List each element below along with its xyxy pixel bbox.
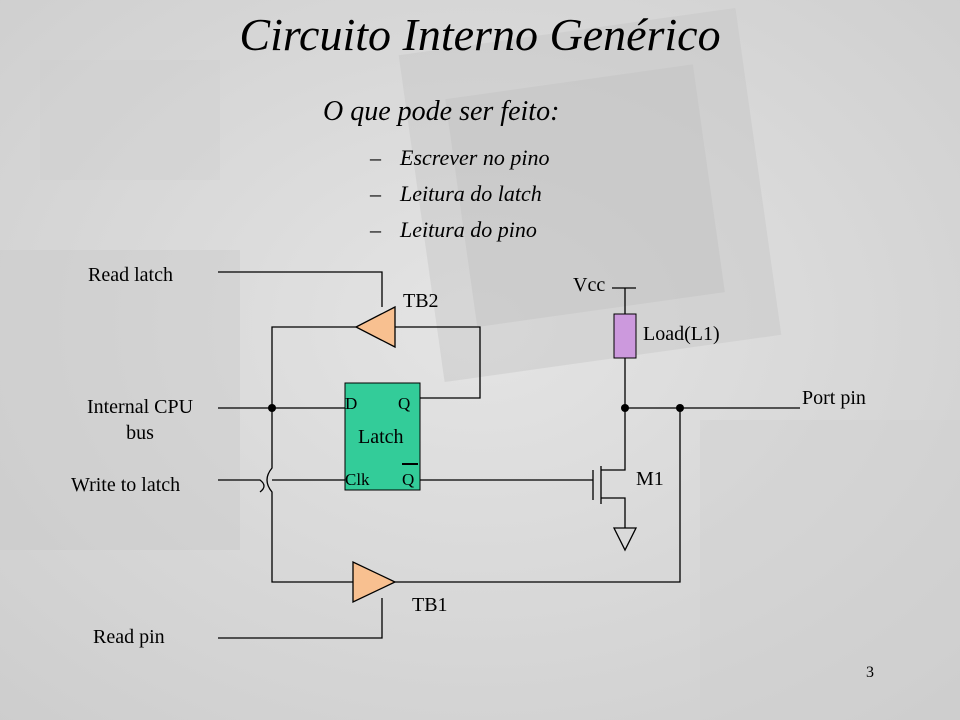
junction-dot xyxy=(268,404,276,412)
junction-dot xyxy=(676,404,684,412)
tb2-label: TB2 xyxy=(403,290,439,312)
tb2-to-bus-wire xyxy=(271,326,356,408)
bus-vertical-wire xyxy=(266,408,353,583)
latch-qbar-label: Q xyxy=(402,470,415,489)
junction-dot xyxy=(621,404,629,412)
mosfet-drain xyxy=(601,408,626,471)
page-number: 3 xyxy=(866,664,874,681)
read-latch-label: Read latch xyxy=(88,264,173,286)
slide-title: Circuito Interno Genérico xyxy=(239,9,721,60)
read-pin-wire xyxy=(218,598,383,639)
latch-box xyxy=(344,382,421,491)
latch-clk-label: Clk xyxy=(345,470,370,489)
vcc-label: Vcc xyxy=(573,274,606,296)
bullet-list: –Escrever no pino –Leitura do latch –Lei… xyxy=(370,144,549,252)
ground-icon xyxy=(612,527,638,552)
bullet-item: –Leitura do pino xyxy=(370,216,549,252)
tb1-label: TB1 xyxy=(412,594,448,616)
bullet-dash: – xyxy=(370,145,381,170)
port-to-tb1-wire xyxy=(395,408,681,583)
bullet-text: Leitura do pino xyxy=(400,217,537,242)
latch-q-label: Q xyxy=(398,394,411,413)
port-pin-label: Port pin xyxy=(802,387,866,409)
read-latch-wire xyxy=(218,271,383,307)
latch-q-to-tb2-wire xyxy=(395,326,481,399)
latch-d-label: D xyxy=(345,394,358,413)
mosfet-source xyxy=(601,497,626,528)
load-resistor xyxy=(613,313,637,359)
write-to-latch-wire-left xyxy=(218,479,265,493)
bullet-text: Escrever no pino xyxy=(400,145,550,170)
load-label: Load(L1) xyxy=(643,323,720,345)
bullet-text: Leitura do latch xyxy=(400,181,542,206)
internal-cpu-bus-label-line2: bus xyxy=(126,422,154,444)
read-pin-label: Read pin xyxy=(93,626,165,648)
bullet-item: –Leitura do latch xyxy=(370,180,549,216)
tb2-buffer xyxy=(354,305,396,349)
latch-label: Latch xyxy=(358,426,404,448)
internal-cpu-bus-label-line1: Internal CPU xyxy=(86,396,194,418)
m1-label: M1 xyxy=(636,468,664,490)
bullet-dash: – xyxy=(370,217,381,242)
tb1-buffer xyxy=(352,560,397,604)
slide-subtitle: O que pode ser feito: xyxy=(323,96,560,127)
write-to-latch-label: Write to latch xyxy=(71,474,181,496)
bullet-item: –Escrever no pino xyxy=(370,144,549,180)
bullet-dash: – xyxy=(370,181,381,206)
